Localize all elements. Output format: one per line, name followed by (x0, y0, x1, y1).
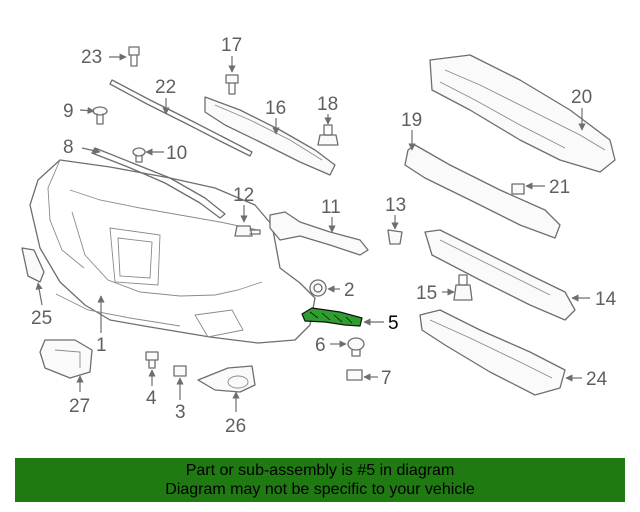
callout-2: 2 (344, 280, 355, 301)
bolt-18 (317, 124, 339, 146)
callout-15: 15 (416, 283, 437, 304)
callout-26: 26 (225, 416, 246, 437)
clip-4 (145, 351, 159, 369)
molding-strip (109, 79, 253, 157)
info-banner: Part or sub-assembly is #5 in diagram Di… (15, 458, 625, 502)
callout-17: 17 (221, 35, 242, 56)
clip-6 (347, 337, 365, 357)
callout-1: 1 (96, 335, 107, 356)
bolt-21 (511, 183, 525, 195)
callout-numbers: 23 9 8 10 22 17 16 18 12 11 13 2 5 6 7 4… (31, 35, 617, 437)
callout-11: 11 (321, 197, 341, 218)
callout-16: 16 (265, 98, 286, 119)
undercover-24 (419, 309, 566, 396)
callout-14: 14 (595, 289, 617, 310)
bracket-11 (269, 211, 369, 256)
absorber-19 (404, 144, 561, 239)
callout-9: 9 (63, 101, 74, 122)
callout-13: 13 (385, 195, 406, 216)
bracket-14 (424, 229, 576, 321)
banner-line-disclaimer: Diagram may not be specific to your vehi… (165, 481, 475, 498)
fog-cover-26 (197, 365, 256, 393)
callout-20: 20 (571, 87, 592, 108)
clip-13 (387, 229, 403, 245)
callout-12: 12 (233, 185, 254, 206)
upper-molding (91, 147, 226, 219)
callout-5: 5 (388, 313, 399, 334)
sensor-27 (39, 339, 93, 379)
bolt-12 (234, 225, 261, 237)
callout-6: 6 (315, 335, 326, 356)
callout-22: 22 (155, 77, 176, 98)
callout-10: 10 (166, 143, 187, 164)
callout-23: 23 (81, 47, 102, 68)
callout-21: 21 (549, 177, 570, 198)
clip-23 (128, 46, 140, 67)
bracket-5-highlighted[interactable] (301, 307, 363, 327)
callout-24: 24 (586, 369, 608, 390)
bumper-cover (29, 159, 316, 344)
clip-3 (173, 365, 187, 377)
reinforcement-20 (429, 54, 616, 173)
clip-10 (132, 147, 146, 163)
bolt-9 (92, 106, 108, 125)
leader-lines (35, 53, 590, 412)
bolt-17 (225, 74, 239, 95)
callout-8: 8 (63, 137, 74, 158)
callout-3: 3 (175, 402, 186, 423)
callout-7: 7 (381, 368, 392, 389)
bracket-25 (21, 247, 45, 283)
callout-27: 27 (69, 396, 90, 417)
callout-4: 4 (146, 388, 157, 409)
upper-bracket (204, 96, 336, 176)
clip-7 (346, 369, 363, 381)
bolt-15 (453, 274, 473, 301)
banner-line-part: Part or sub-assembly is #5 in diagram (185, 462, 455, 479)
parts-diagram: 23 9 8 10 22 17 16 18 12 11 13 2 5 6 7 4… (21, 35, 617, 437)
callout-25: 25 (31, 308, 52, 329)
callout-19: 19 (401, 110, 422, 131)
nut-2 (309, 279, 327, 297)
callout-18: 18 (317, 94, 338, 115)
